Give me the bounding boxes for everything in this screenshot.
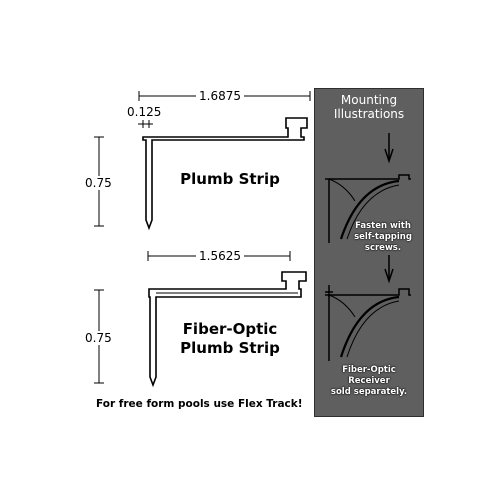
flex-track-note: For free form pools use Flex Track! xyxy=(96,398,303,410)
top-height-label: 0.75 xyxy=(82,176,115,190)
bottom-height-label: 0.75 xyxy=(82,331,115,345)
panel-title: Mounting Illustrations xyxy=(333,93,405,121)
fiber-optic-plumb-strip-title: Fiber-Optic Plumb Strip xyxy=(180,320,280,357)
plumb-strip-profile xyxy=(142,117,308,231)
receiver-note: Fiber-Optic Receiver sold separately. xyxy=(330,365,408,397)
bottom-width-label: 1.5625 xyxy=(196,249,244,263)
thickness-label: 0.125 xyxy=(127,105,162,119)
thickness-dimension xyxy=(138,120,153,128)
mounting-illustration-2 xyxy=(325,255,411,361)
mounting-illustrations xyxy=(325,133,411,361)
fiber-optic-plumb-strip-profile xyxy=(148,271,307,388)
top-width-label: 1.6875 xyxy=(196,89,244,103)
fasten-note: Fasten with self-tapping screws. xyxy=(354,221,412,253)
plumb-strip-title: Plumb Strip xyxy=(180,170,280,188)
mounting-illustrations-panel: Mounting Illustrations xyxy=(314,88,424,417)
mounting-illustration-1 xyxy=(325,133,411,243)
